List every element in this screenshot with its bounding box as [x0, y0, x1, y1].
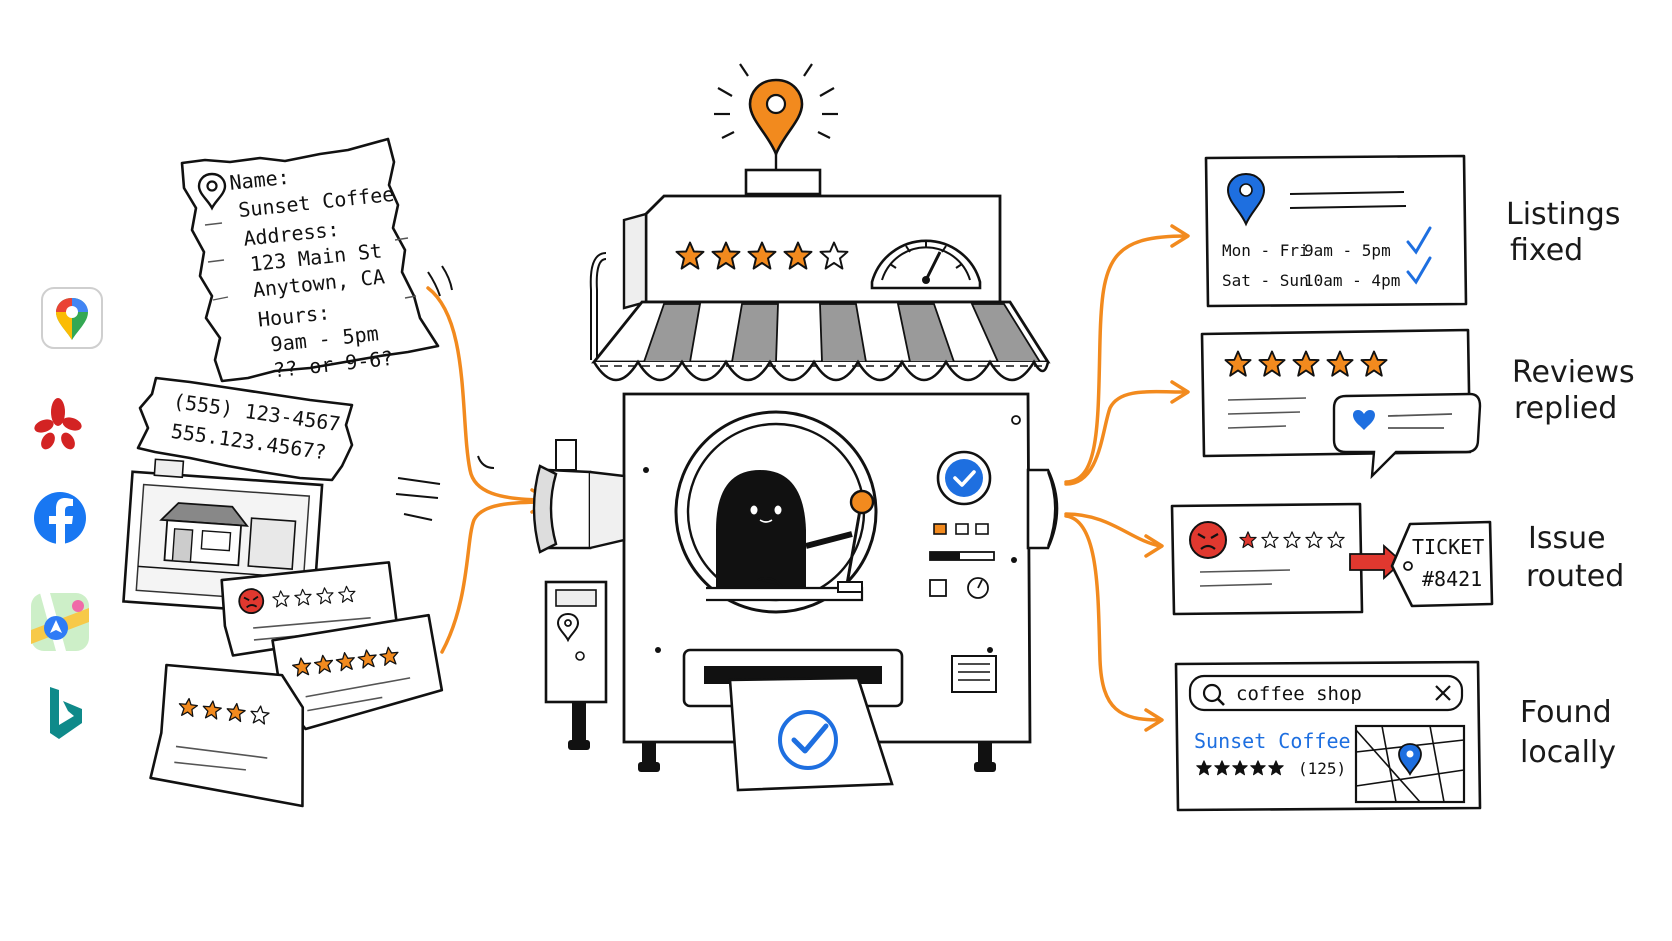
bing-icon	[50, 687, 82, 739]
found-label-line1: Found	[1520, 695, 1612, 730]
messy-phone-card: (555) 123-4567 555.123.4567?	[136, 376, 354, 482]
ticket-number: #8421	[1422, 567, 1482, 591]
hours-row2-days: Sat - Sun	[1222, 271, 1309, 290]
search-query: coffee shop	[1236, 683, 1362, 705]
result-name: Sunset Coffee	[1194, 729, 1351, 753]
issue-label-line2: routed	[1526, 559, 1624, 594]
angry-face-icon	[1189, 521, 1227, 559]
hours-row2-time: 10am - 4pm	[1304, 271, 1400, 290]
gauge-icon	[870, 239, 982, 290]
search-icon	[1202, 683, 1225, 706]
location-pin-icon	[714, 63, 838, 170]
approved-check-icon	[778, 710, 838, 770]
blue-pin-icon	[1226, 172, 1266, 227]
angry-face-icon	[238, 588, 265, 614]
result-rating-count: (125)	[1298, 759, 1346, 778]
found-locally-card: coffee shop Sunset Coffee (125)	[1174, 660, 1482, 812]
map-pin-icon	[197, 172, 227, 211]
processing-machine	[532, 63, 1059, 792]
issue-label-line1: Issue	[1528, 521, 1606, 556]
google-maps-icon	[41, 287, 103, 349]
apple-maps-icon	[31, 593, 89, 651]
input-arrows	[426, 286, 556, 654]
checkmark-badge-icon	[936, 450, 992, 506]
map-thumbnail	[1354, 724, 1466, 804]
listings-label-line1: Listings	[1506, 197, 1620, 232]
heart-icon	[1353, 410, 1375, 430]
blue-pin-icon	[1398, 743, 1422, 776]
listings-label-line2: fixed	[1510, 233, 1583, 268]
facebook-icon	[34, 492, 86, 544]
messy-business-note: Name: Sunset Coffee Address: 123 Main St…	[180, 137, 440, 382]
reviews-label-line2: replied	[1514, 391, 1617, 426]
hours-row1-days: Mon - Fri	[1222, 241, 1309, 260]
output-arrows	[1064, 224, 1190, 732]
yelp-icon	[34, 398, 82, 450]
ticket-label: TICKET	[1412, 535, 1484, 559]
check-icon	[1406, 256, 1432, 285]
input-review-mixed	[149, 663, 305, 808]
listings-fixed-card: Mon - Fri 9am - 5pm Sat - Sun 10am - 4pm	[1204, 154, 1468, 308]
reviews-replied-card	[1200, 328, 1482, 480]
motion-marks	[395, 265, 495, 521]
check-icon	[1406, 226, 1432, 255]
issue-routed-card: TICKET #8421	[1170, 502, 1494, 616]
reviews-label-line1: Reviews	[1512, 355, 1635, 390]
hours-row1-time: 9am - 5pm	[1304, 241, 1391, 260]
found-label-line2: locally	[1520, 735, 1616, 770]
platform-icons	[31, 287, 103, 739]
ticket-icon	[1390, 520, 1494, 608]
close-icon	[1435, 685, 1451, 701]
